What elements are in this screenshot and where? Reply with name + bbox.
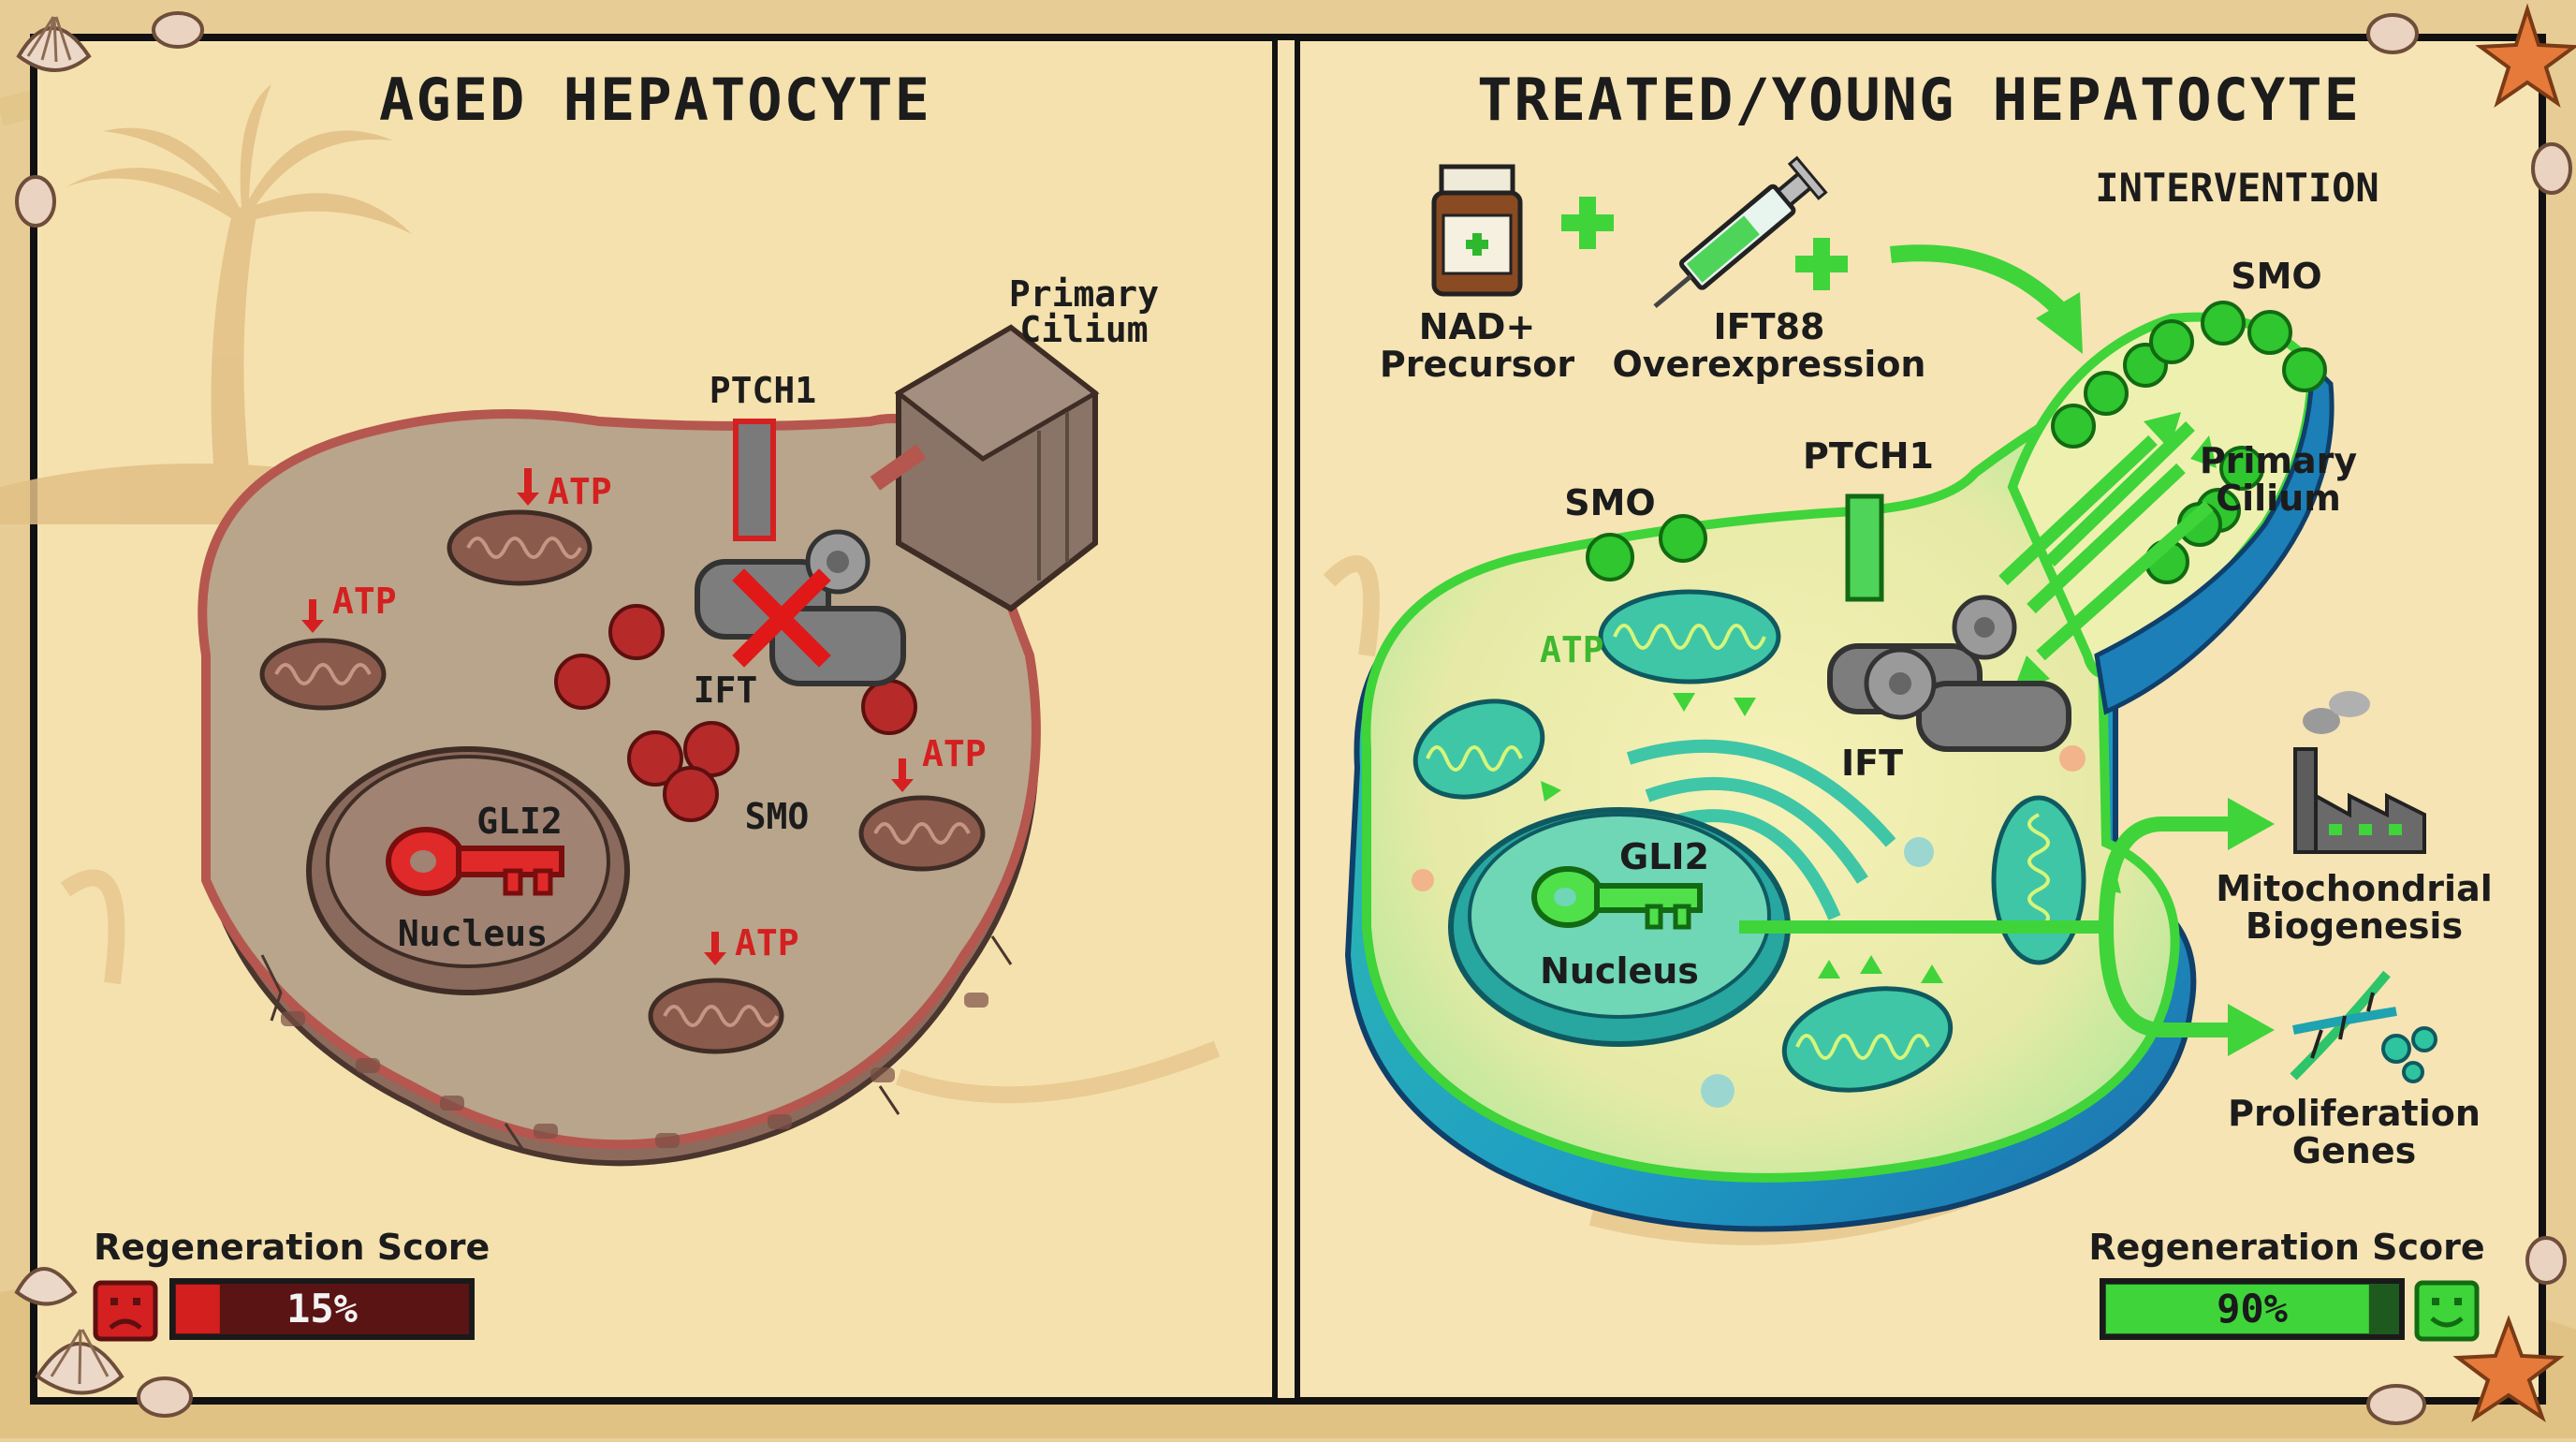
atp-arrows [301, 468, 914, 965]
syringe-icon [1653, 155, 1828, 309]
smo-membrane-label: SMO [1564, 482, 1656, 523]
seashell-icon [2531, 142, 2572, 195]
mitochondrion [259, 638, 387, 711]
seashell-icon [137, 1376, 193, 1418]
left-score-bar: 15% [169, 1278, 475, 1340]
right-score-bar: 90% [2100, 1278, 2405, 1340]
intervention-arrowhead [2036, 292, 2083, 354]
regeneration-score-label: Regeneration Score [2088, 1227, 2484, 1268]
nucleus-label: Nucleus [398, 913, 548, 954]
mitochondrion [648, 978, 784, 1054]
aged-cell: GLI2 Nucleus ATP ATP ATP ATP [198, 273, 1159, 1167]
ptch1-receptor [733, 419, 776, 541]
ptch1-receptor [1845, 493, 1884, 602]
mitochondrion [1598, 589, 1781, 684]
output-proliferation-label: Genes [2292, 1130, 2416, 1171]
primary-cilium-wall [2094, 359, 2334, 715]
mitochondrion [446, 509, 593, 586]
sad-face-icon [93, 1280, 158, 1342]
right-score-fill [2106, 1285, 2369, 1333]
output-mitochondrial-label: Biogenesis [2246, 905, 2463, 947]
atp-label: ATP [548, 471, 612, 512]
healthy-cell: Primary Cilium SMO SMO PTCH1 IFT [1344, 256, 2358, 1232]
ift-machinery [1827, 595, 2071, 752]
smo-label: SMO [745, 796, 810, 837]
ift88-label: IFT88 [1714, 306, 1825, 347]
gli2-label: GLI2 [1619, 836, 1709, 877]
ift-transport-arrows [1998, 420, 2214, 661]
mitochondrion [1781, 986, 1954, 1093]
primary-cilium-label: Primary [1009, 273, 1159, 315]
panel-divider [1272, 35, 1300, 1404]
branch-arrow-down [2099, 926, 2237, 1037]
red-x-icon [732, 568, 831, 668]
ift-label: IFT [694, 670, 758, 711]
gli2-label: GLI2 [476, 801, 563, 842]
intervention-label: INTERVENTION [2095, 165, 2378, 211]
smiley-face-icon [2414, 1280, 2480, 1342]
starfish-icon [2452, 1315, 2565, 1422]
plus-icon [1795, 238, 1848, 290]
right-score-value: 90% [2217, 1286, 2288, 1332]
output-proliferation-label: Proliferation [2228, 1093, 2481, 1134]
smo-proteins [554, 604, 917, 822]
nad-label: NAD+ [1419, 306, 1536, 347]
seashell-icon [16, 16, 92, 72]
primary-cilium-stump [870, 324, 1100, 612]
ptch1-label: PTCH1 [1803, 435, 1934, 477]
smo-cilium-label: SMO [2231, 256, 2322, 297]
primary-cilium-label: Cilium [2216, 478, 2341, 519]
ift88-label: Overexpression [1612, 344, 1925, 385]
seashell-icon [15, 175, 56, 228]
key-icon [386, 827, 564, 896]
factory-icon [2293, 691, 2426, 854]
ptch1-label: PTCH1 [710, 370, 816, 411]
vesicles [1412, 745, 2086, 1108]
intervention-arrow [1890, 244, 2066, 316]
atp-label: ATP [1540, 629, 1604, 670]
seashell-icon [2366, 13, 2419, 54]
endoplasmic-reticulum [1626, 739, 1896, 920]
right-title: TREATED/YOUNG HEPATOCYTE [1477, 66, 2361, 134]
starfish-icon [2475, 3, 2576, 108]
branch-arrowhead [2228, 1004, 2275, 1056]
seashell-icon [2366, 1384, 2426, 1425]
left-score-fill [176, 1285, 220, 1333]
mitochondrion [1991, 795, 2086, 965]
ift-label: IFT [1841, 743, 1903, 784]
seashell-icon [152, 11, 204, 49]
mitochondrion [858, 795, 986, 872]
membrane-pores [281, 993, 988, 1148]
mitochondrion [1412, 699, 1545, 800]
dna-icon [2290, 970, 2437, 1083]
seashell-icon [35, 1329, 124, 1395]
branch-arrowhead [2228, 798, 2275, 850]
seashell-icon [14, 1267, 78, 1306]
left-title: AGED HEPATOCYTE [379, 66, 931, 134]
key-icon [1531, 866, 1703, 930]
primary-cilium-label: Cilium [1019, 309, 1148, 350]
primary-cilium-label: Primary [2200, 440, 2358, 481]
branch-arrow-up [2099, 817, 2237, 928]
regeneration-score-label: Regeneration Score [94, 1227, 490, 1268]
seashell-icon [2525, 1236, 2567, 1285]
nucleus-label: Nucleus [1540, 950, 1699, 992]
nad-label: Precursor [1380, 344, 1574, 385]
atp-label: ATP [332, 581, 397, 622]
atp-label: ATP [735, 922, 799, 964]
output-mitochondrial-label: Mitochondrial [2216, 868, 2492, 909]
nucleus [1468, 813, 1771, 1019]
atp-label: ATP [922, 733, 987, 774]
pill-bottle-icon [1431, 164, 1523, 297]
ift-machinery [695, 529, 906, 686]
left-score-value: 15% [286, 1286, 358, 1332]
cracks [260, 935, 1013, 1153]
plus-icon [1561, 197, 1614, 249]
